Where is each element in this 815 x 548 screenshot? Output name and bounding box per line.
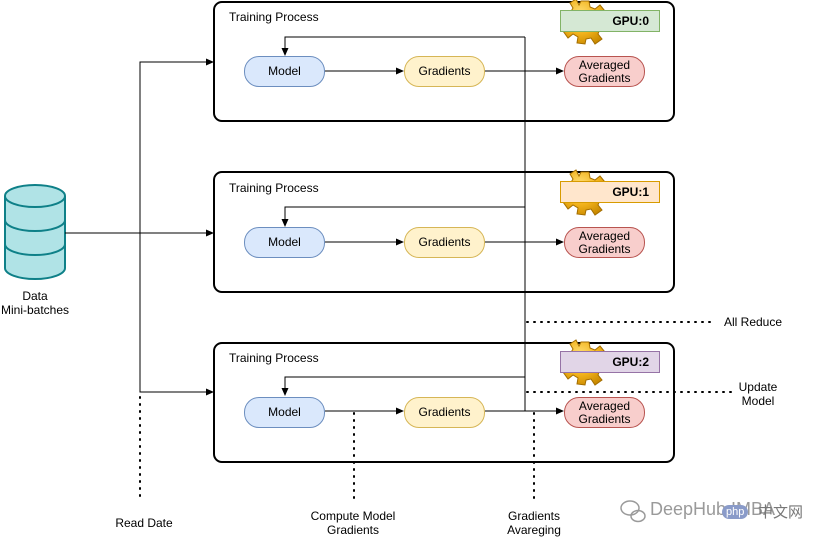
averaged-gradients-node: Averaged Gradients (564, 56, 645, 87)
read-data-label: Read Date (115, 516, 173, 530)
gpu-badge: GPU:1 (560, 181, 660, 203)
model-node: Model (244, 227, 325, 258)
update-model-label: Update Model (738, 380, 778, 408)
wechat-icon (620, 500, 646, 523)
gradients-averaging-label: Gradients Avareging (507, 509, 561, 537)
gradients-node: Gradients (404, 227, 485, 258)
watermark-text: DeepHub IMBA (650, 499, 776, 519)
gpu-badge: GPU:0 (560, 10, 660, 32)
process-title: Training Process (229, 351, 319, 365)
all-reduce-label: All Reduce (724, 315, 783, 329)
averaged-gradients-node: Averaged Gradients (564, 397, 645, 428)
all-reduce-lines (281, 36, 526, 411)
gpu-badge: GPU:2 (560, 351, 660, 373)
data-store-label: Data Mini-batches (0, 289, 70, 317)
gradients-node: Gradients (404, 397, 485, 428)
gradients-node: Gradients (404, 56, 485, 87)
flow-arrows (325, 67, 564, 415)
annotation-leaders (139, 321, 736, 504)
watermark-suffix: 中文网 (758, 504, 804, 521)
compute-gradients-label: Compute Model Gradients (310, 509, 396, 537)
database-icon (4, 184, 66, 280)
read-data-arrows (65, 58, 214, 396)
watermark-badge: php (722, 505, 749, 519)
model-node: Model (244, 56, 325, 87)
process-title: Training Process (229, 181, 319, 195)
model-node: Model (244, 397, 325, 428)
process-title: Training Process (229, 10, 319, 24)
averaged-gradients-node: Averaged Gradients (564, 227, 645, 258)
